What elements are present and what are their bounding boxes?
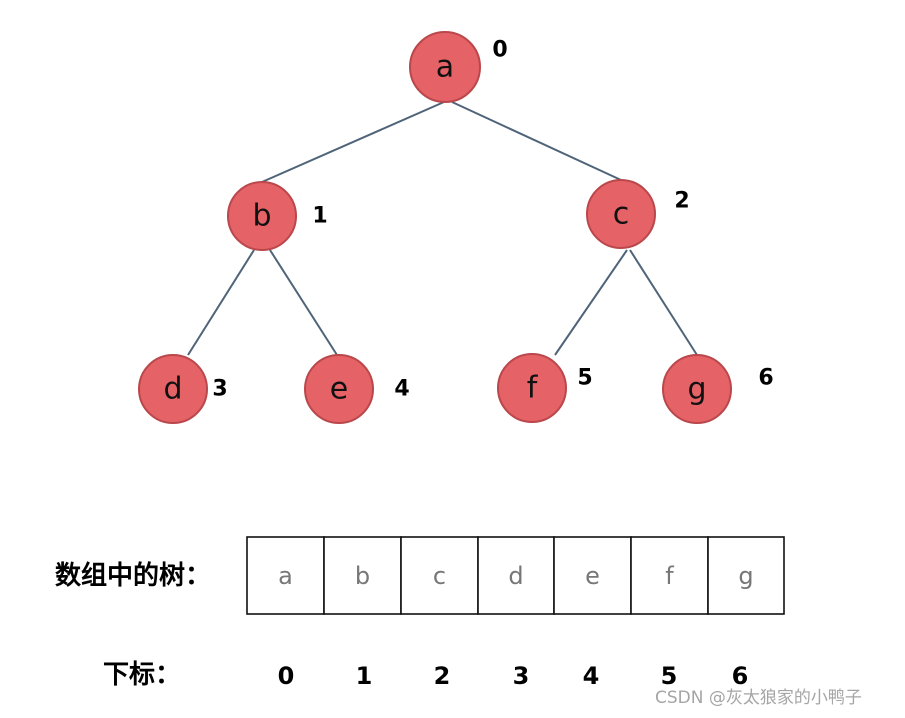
array-index: 1 xyxy=(356,662,373,690)
array-cell-value: c xyxy=(433,562,446,590)
edge-c-f xyxy=(554,249,628,356)
array-index: 2 xyxy=(434,662,451,690)
node-index: 5 xyxy=(577,366,592,391)
node-label: f xyxy=(527,371,539,406)
array-indices: 0 1 2 3 4 5 6 xyxy=(278,662,749,690)
node-index: 2 xyxy=(674,189,689,214)
edge-a-b xyxy=(261,101,445,183)
array-cell: e xyxy=(553,536,632,615)
array-index: 3 xyxy=(513,662,530,690)
node-label: b xyxy=(252,199,271,234)
node-index: 0 xyxy=(492,38,507,63)
array-index: 0 xyxy=(278,662,295,690)
tree-edges xyxy=(187,101,698,356)
array-cell-value: f xyxy=(665,562,674,590)
array-cell-value: d xyxy=(508,562,523,590)
index-row-label: 下标： xyxy=(103,660,181,690)
array-cell: d xyxy=(477,536,555,615)
edge-a-c xyxy=(451,101,622,181)
tree-node-c: c 2 xyxy=(586,179,690,249)
array-cell-value: a xyxy=(278,562,293,590)
node-index: 4 xyxy=(394,377,409,402)
edge-c-g xyxy=(629,249,698,356)
array-cells: a b c d e f g xyxy=(246,536,785,615)
tree-node-d: d 3 xyxy=(138,354,228,424)
array-index: 6 xyxy=(732,662,749,690)
node-index: 6 xyxy=(758,366,773,391)
node-index: 1 xyxy=(312,204,327,229)
tree-node-a: a 0 xyxy=(409,31,508,103)
tree-nodes: a 0 b 1 c 2 d 3 e 4 f 5 g xyxy=(138,31,774,424)
array-index: 5 xyxy=(661,662,678,690)
array-cell: a xyxy=(246,536,325,615)
node-label: e xyxy=(330,372,348,407)
array-cell: f xyxy=(630,536,709,615)
watermark: CSDN @灰太狼家的小鸭子 xyxy=(655,688,862,708)
array-cell: g xyxy=(707,536,785,615)
array-cell-value: e xyxy=(585,562,600,590)
tree-node-e: e 4 xyxy=(304,354,410,424)
edge-b-e xyxy=(269,249,338,356)
node-label: c xyxy=(613,197,630,232)
node-index: 3 xyxy=(212,377,227,402)
node-label: g xyxy=(687,372,706,407)
array-cell-value: g xyxy=(738,562,753,590)
tree-node-g: g 6 xyxy=(662,354,774,424)
array-cell: b xyxy=(323,536,402,615)
array-cell-value: b xyxy=(355,562,370,590)
tree-node-f: f 5 xyxy=(497,353,593,423)
array-row-label: 数组中的树： xyxy=(55,560,211,591)
node-label: a xyxy=(436,50,454,85)
array-index: 4 xyxy=(583,662,600,690)
tree-node-b: b 1 xyxy=(227,181,328,251)
edge-b-d xyxy=(187,249,255,356)
node-label: d xyxy=(163,372,182,407)
array-cell: c xyxy=(400,536,479,615)
